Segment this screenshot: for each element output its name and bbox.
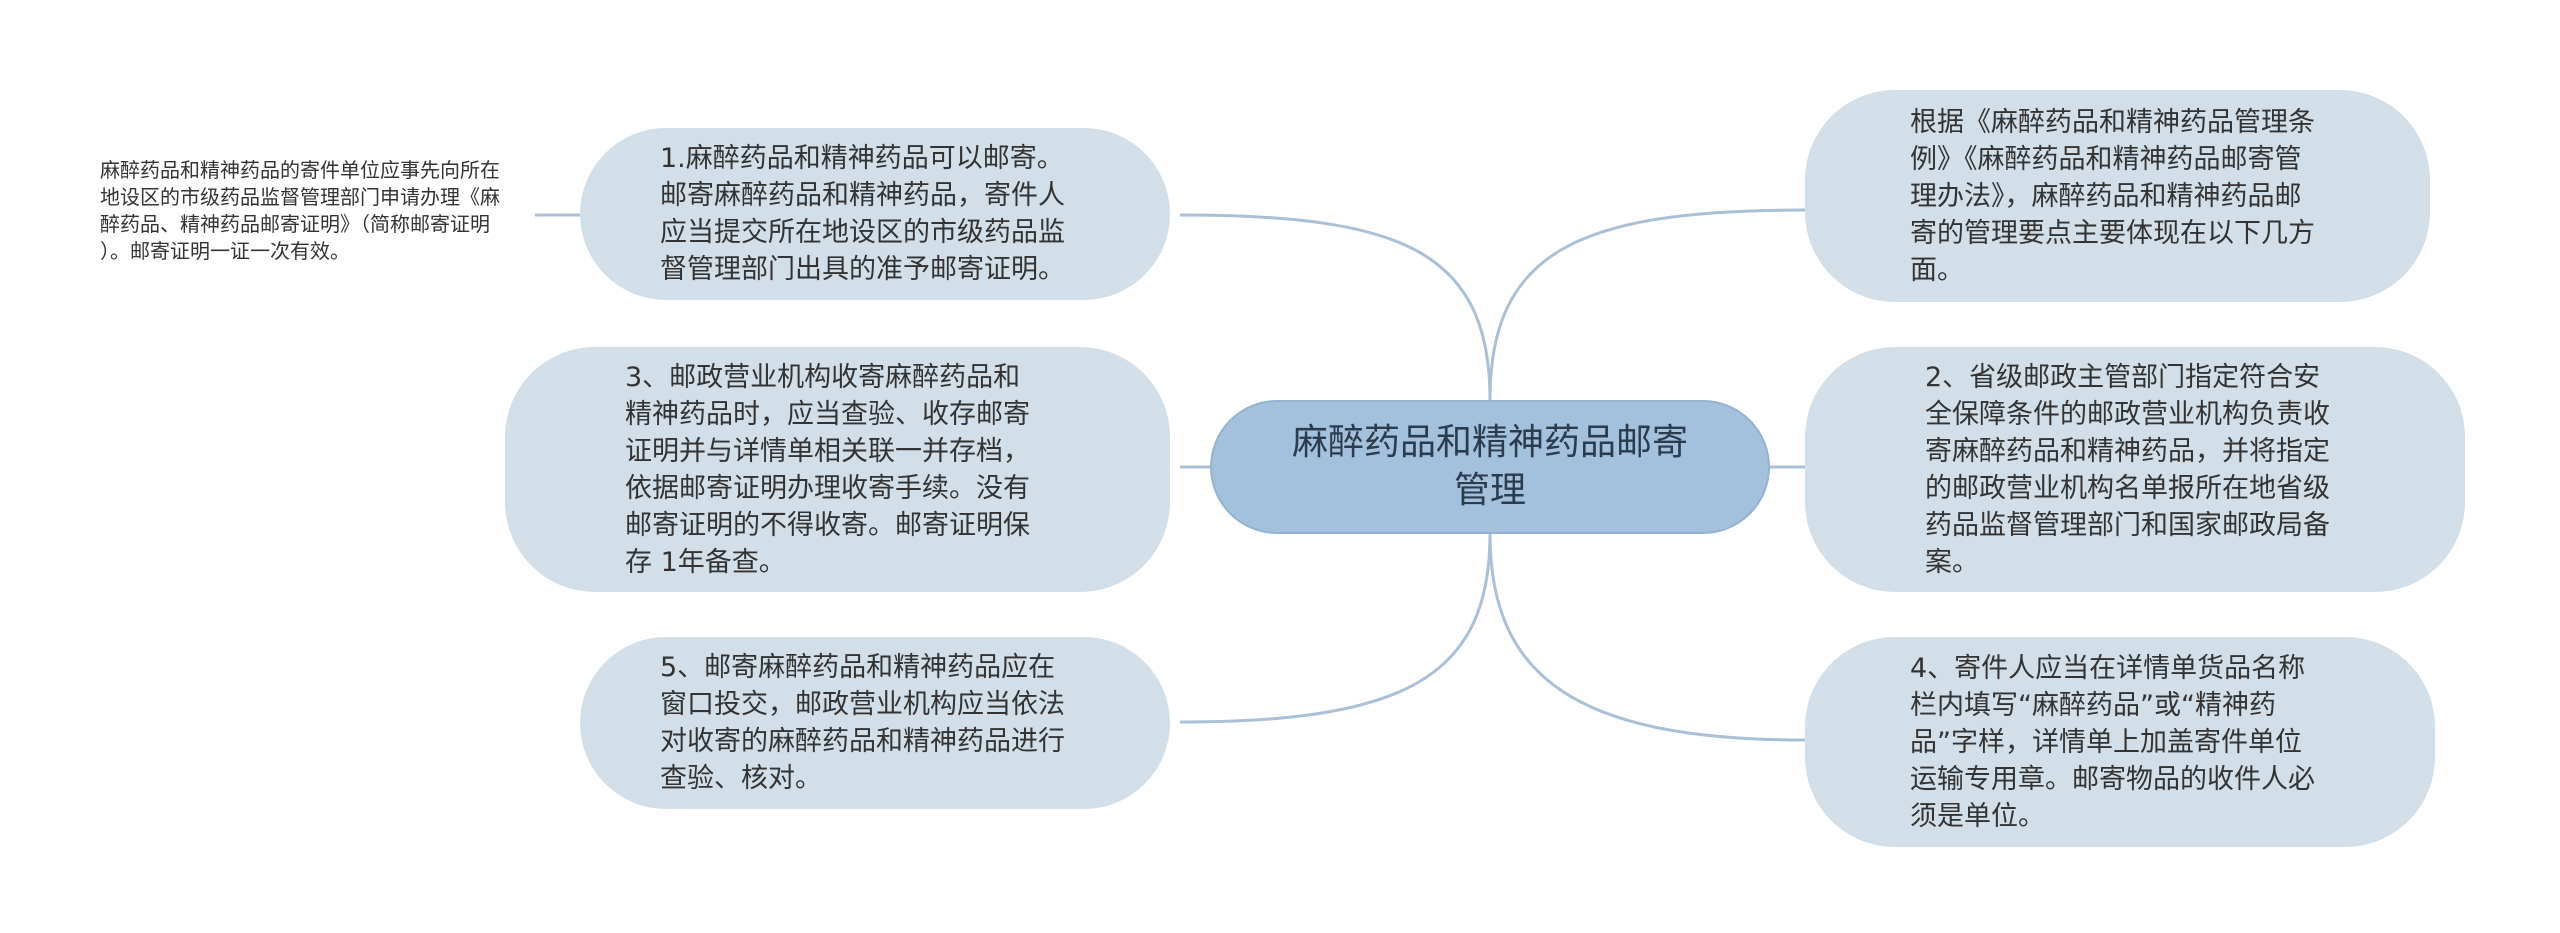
- topic-item-5-label: 5、邮寄麻醉药品和精神药品应在 窗口投交，邮政营业机构应当依法 对收寄的麻醉药品…: [660, 652, 1065, 794]
- topic-intro-label: 根据《麻醉药品和精神药品管理条 例》《麻醉药品和精神药品邮寄管 理办法》，麻醉药…: [1910, 106, 2315, 286]
- connector-item5: [1179, 533, 1492, 724]
- topic-item-2-label: 2、省级邮政主管部门指定符合安 全保障条件的邮政营业机构负责收 寄麻醉药品和精神…: [1925, 361, 2330, 578]
- topic-item-3-label: 3、邮政营业机构收寄麻醉药品和 精神药品时，应当查验、收存邮寄 证明并与详情单相…: [625, 361, 1030, 578]
- topic-intro[interactable]: 根据《麻醉药品和精神药品管理条 例》《麻醉药品和精神药品邮寄管 理办法》，麻醉药…: [1805, 90, 2430, 302]
- leaf-note[interactable]: 麻醉药品和精神药品的寄件单位应事先向所在 地设区的市级药品监督管理部门申请办理《…: [100, 158, 500, 263]
- connector-intro: [1488, 208, 1806, 401]
- central-topic-label: 麻醉药品和精神药品邮寄 管理: [1291, 422, 1688, 511]
- topic-item-1[interactable]: 1.麻醉药品和精神药品可以邮寄。 邮寄麻醉药品和精神药品，寄件人 应当提交所在地…: [580, 128, 1170, 300]
- topic-item-3[interactable]: 3、邮政营业机构收寄麻醉药品和 精神药品时，应当查验、收存邮寄 证明并与详情单相…: [505, 347, 1170, 592]
- topic-item-5[interactable]: 5、邮寄麻醉药品和精神药品应在 窗口投交，邮政营业机构应当依法 对收寄的麻醉药品…: [580, 637, 1170, 809]
- central-topic[interactable]: 麻醉药品和精神药品邮寄 管理: [1210, 400, 1770, 534]
- topic-item-1-label: 1.麻醉药品和精神药品可以邮寄。 邮寄麻醉药品和精神药品，寄件人 应当提交所在地…: [660, 143, 1065, 285]
- connector-item1: [1179, 213, 1492, 401]
- connector-item4: [1488, 533, 1806, 742]
- topic-item-4[interactable]: 4、寄件人应当在详情单货品名称 栏内填写“麻醉药品”或“精神药 品”字样，详情单…: [1805, 637, 2435, 847]
- topic-item-2[interactable]: 2、省级邮政主管部门指定符合安 全保障条件的邮政营业机构负责收 寄麻醉药品和精神…: [1805, 347, 2465, 592]
- topic-item-4-label: 4、寄件人应当在详情单货品名称 栏内填写“麻醉药品”或“精神药 品”字样，详情单…: [1910, 652, 2315, 832]
